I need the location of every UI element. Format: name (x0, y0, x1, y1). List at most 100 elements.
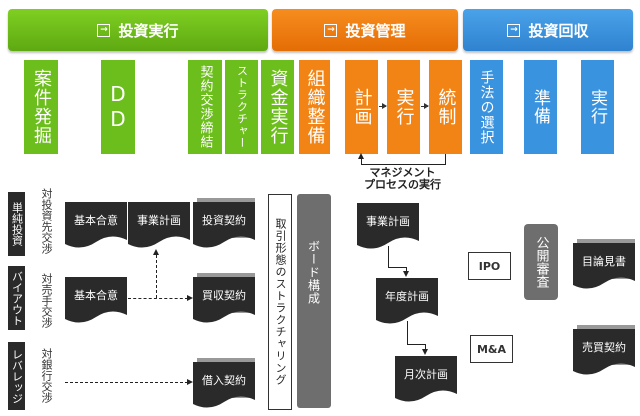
doc-label: 売買契約 (582, 341, 626, 354)
negotiation-leverage: 対銀行交渉 (38, 348, 54, 406)
step-due-diligence: DD (101, 60, 135, 154)
plan-connector (406, 267, 407, 272)
exit-ipo-label: IPO (478, 259, 501, 273)
step-label: 組織整備 (304, 69, 326, 145)
step-control: 統制 (429, 60, 462, 154)
step-funding: 資金実行 (261, 60, 294, 154)
arrow-execute-to-control (421, 103, 429, 109)
arrow-into-box-icon: → (97, 23, 111, 37)
step-execute: 実行 (387, 60, 420, 154)
dashed-arrow-leverage (65, 382, 188, 383)
step-label: 実行 (587, 89, 607, 125)
plan-annual: 年度計画 (376, 278, 438, 324)
step-structure: ストラクチャー (225, 60, 258, 154)
arrow-into-box-icon: → (324, 23, 338, 37)
phase-label: 投資実行 (118, 21, 179, 40)
doc-sale-contract: 売買契約 (573, 325, 635, 375)
public-review-box: 公開審査 (524, 224, 558, 300)
document-shape-icon (193, 202, 255, 248)
step-exit-execution: 実行 (581, 60, 614, 154)
document-shape-icon (193, 362, 255, 408)
step-label: 契約交渉締結 (197, 65, 213, 149)
document-shape-icon (65, 277, 127, 323)
negotiation-simple: 対投資先交渉 (38, 188, 54, 257)
step-label: 手法の選択 (478, 69, 495, 145)
doc-label: 借入契約 (202, 374, 246, 387)
step-label: 資金実行 (267, 69, 289, 145)
doc-investment-contract: 投資契約 (193, 198, 255, 248)
negotiation-buyout: 対売手交渉 (38, 273, 54, 331)
step-method-selection: 手法の選択 (470, 60, 503, 154)
step-label: 実行 (393, 88, 415, 126)
step-label: 統制 (435, 88, 457, 126)
plan-arrowhead (422, 349, 428, 355)
plan-connector (407, 344, 426, 345)
phase-investment-exit: → 投資回収 (463, 9, 633, 51)
plan-connector (388, 246, 389, 268)
caption-line: プロセスの実行 (364, 178, 441, 191)
doc-simple-business-plan: 事業計画 (128, 202, 190, 248)
plan-connector (388, 267, 407, 268)
step-label: 案件発掘 (31, 69, 52, 145)
structuring-box: 取引形態のストラクチャリング (268, 194, 292, 410)
plan-label: 事業計画 (366, 215, 410, 228)
loop-line-left (361, 157, 362, 165)
plan-label: 月次計画 (404, 368, 448, 381)
phase-investment-management: → 投資管理 (272, 9, 458, 51)
doc-buyout-basic-agreement: 基本合意 (65, 277, 127, 323)
step-deal-sourcing: 案件発掘 (24, 60, 58, 154)
loop-line-right (445, 154, 446, 164)
plan-connector (407, 321, 408, 345)
step-plan: 計画 (345, 60, 378, 154)
dashed-arrowhead-up (153, 249, 159, 255)
caption-line: マネジメント (369, 166, 436, 179)
plan-connector (425, 344, 426, 349)
phase-label: 投資管理 (345, 21, 406, 40)
plan-business: 事業計画 (357, 203, 419, 249)
document-shape-icon (128, 202, 190, 248)
exit-ipo: IPO (468, 252, 511, 280)
step-label: ストラクチャー (235, 65, 249, 149)
plan-monthly: 月次計画 (395, 356, 457, 402)
step-label: DD (106, 82, 130, 132)
doc-loan-contract: 借入契約 (193, 358, 255, 408)
step-label: 準備 (530, 89, 550, 125)
doc-label: 投資契約 (202, 214, 246, 227)
document-shape-icon (573, 329, 635, 375)
negotiation-label: 対投資先交渉 (40, 188, 53, 254)
loop-line-bottom (361, 164, 446, 165)
board-label: ボード構成 (306, 240, 321, 305)
deal-type-label: 単純投資 (10, 202, 24, 246)
dashed-arrowhead (187, 295, 193, 301)
doc-label: 基本合意 (74, 289, 118, 302)
dashed-arrowhead (187, 379, 193, 385)
document-shape-icon (357, 203, 419, 249)
dashed-line-to-plan (156, 255, 157, 298)
document-shape-icon (376, 278, 438, 324)
step-preparation: 準備 (524, 60, 557, 154)
doc-acquisition-contract: 買収契約 (193, 273, 255, 323)
public-review-label: 公開審査 (533, 236, 549, 288)
plan-label: 年度計画 (385, 290, 429, 303)
structuring-label: 取引形態のストラクチャリング (274, 218, 287, 386)
doc-label: 目論見書 (582, 255, 626, 268)
deal-type-label: バイアウト (10, 270, 24, 326)
plan-arrowhead (403, 271, 409, 277)
document-shape-icon (573, 243, 635, 289)
deal-type-leverage: レバレッジ (8, 342, 25, 410)
deal-type-simple: 単純投資 (8, 192, 25, 256)
arrow-into-box-icon: → (507, 23, 521, 37)
doc-simple-basic-agreement: 基本合意 (65, 202, 127, 248)
negotiation-label: 対売手交渉 (40, 273, 53, 328)
document-shape-icon (395, 356, 457, 402)
exit-ma: M&A (470, 335, 513, 363)
deal-type-buyout: バイアウト (8, 266, 25, 330)
doc-label: 基本合意 (74, 214, 118, 227)
loop-arrowhead (358, 153, 364, 159)
doc-label: 買収契約 (202, 289, 246, 302)
phase-investment-execution: → 投資実行 (8, 9, 268, 51)
doc-label: 事業計画 (137, 214, 181, 227)
dashed-arrow-buyout (128, 298, 188, 299)
deal-type-label: レバレッジ (10, 348, 24, 404)
phase-label: 投資回収 (528, 21, 589, 40)
